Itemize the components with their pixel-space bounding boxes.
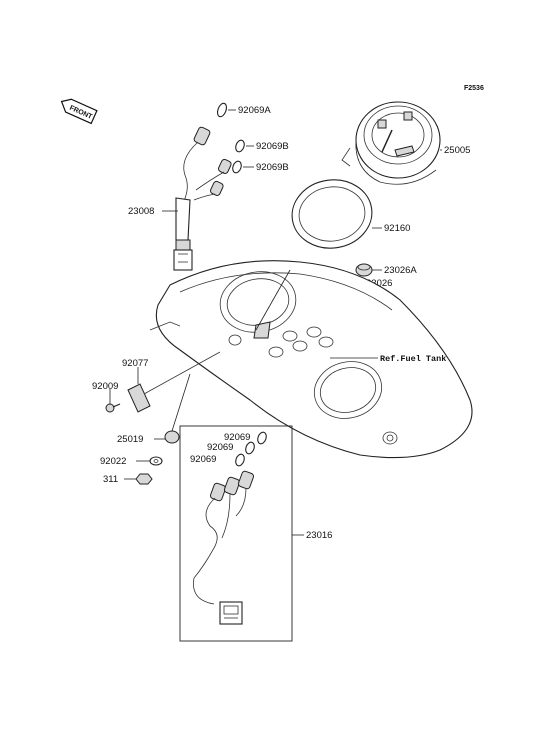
speedometer-part — [341, 101, 441, 185]
meter-cover-part — [149, 260, 473, 459]
bulb-92069b-lower-part — [232, 160, 242, 174]
screw-92009-part — [105, 403, 121, 413]
bulb-92069-3-part — [235, 453, 245, 467]
label-92069-3: 92069 — [190, 454, 216, 465]
harness-23008-part — [173, 126, 232, 271]
front-arrow-icon: FRONT — [60, 98, 98, 125]
label-92009: 92009 — [92, 381, 118, 392]
label-25005: 25005 — [444, 145, 470, 156]
label-23026-upper: 23026 — [366, 278, 392, 289]
label-92069-1: 92069 — [224, 432, 250, 443]
cable-92077-part — [127, 351, 221, 413]
gasket-ring-part — [291, 179, 373, 249]
harness-23016-part — [193, 470, 255, 625]
label-311: 311 — [103, 474, 118, 485]
label-92077: 92077 — [122, 358, 148, 369]
cap-23026a-part — [355, 263, 373, 277]
label-ref-fuel-tank[interactable]: Ref.Fuel Tank — [380, 354, 446, 364]
label-92069-2: 92069 — [207, 442, 233, 453]
bulb-92069-2-part — [245, 441, 255, 455]
label-92069b-upper: 92069B — [256, 141, 289, 152]
bulb-92069a-part — [216, 102, 228, 118]
bulb-92069-1-part — [257, 431, 267, 445]
bulb-92069b-upper-part — [235, 139, 245, 153]
grommet-25019-part — [164, 430, 180, 444]
nut-311-part — [135, 473, 153, 485]
label-23026a: 23026A — [384, 265, 417, 276]
label-92022: 92022 — [100, 456, 126, 467]
label-25019: 25019 — [117, 434, 143, 445]
label-92160: 92160 — [384, 223, 410, 234]
label-23008: 23008 — [128, 206, 154, 217]
figure-code: F2536 — [464, 85, 484, 92]
washer-92022-part — [149, 456, 163, 466]
subassembly-23016-frame — [179, 425, 293, 642]
label-23016: 23016 — [306, 530, 332, 541]
label-92069a: 92069A — [238, 105, 271, 116]
label-92069b-lower: 92069B — [256, 162, 289, 173]
